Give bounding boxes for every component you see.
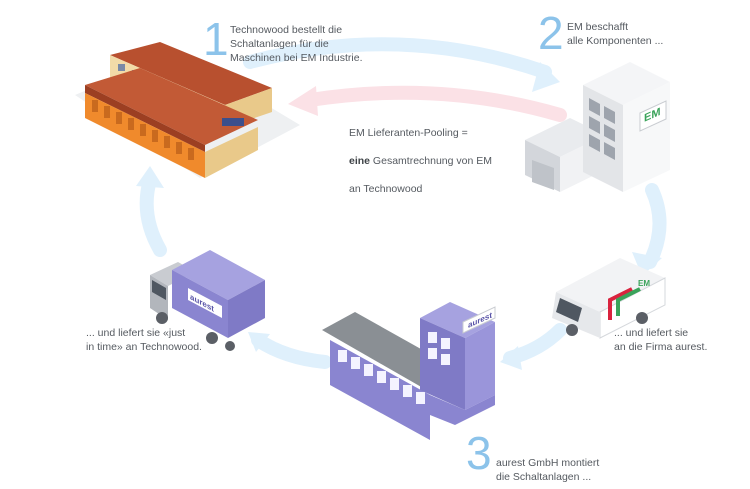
arrow-order-to-em <box>243 37 552 79</box>
arrow-em-to-van <box>643 183 667 269</box>
aurest-truck: aurest <box>150 250 265 351</box>
pooling-bold-word: eine <box>349 155 371 167</box>
aurest-delivery-caption: ... und liefert sie «just in time» an Te… <box>86 327 202 353</box>
em-van: EM <box>552 258 666 339</box>
arrowhead-to-aurest <box>500 346 522 370</box>
pooling-line-2: Gesamtrechnung von EM <box>370 155 492 167</box>
aurest-building: aurest <box>322 302 496 440</box>
arrow-aurest-to-truck <box>251 333 332 369</box>
step-1-number: 1 <box>203 13 229 65</box>
step-3-number: 3 <box>466 427 492 479</box>
step-2-caption: EM beschafft alle Komponenten ... <box>567 21 664 47</box>
cycle-arrowheads <box>136 62 662 370</box>
pooling-line-3: an Technowood <box>349 183 423 195</box>
arrowhead-to-technowood <box>136 166 164 188</box>
pooling-arrow <box>288 85 567 122</box>
cycle-arrows <box>139 37 667 369</box>
step-2-number: 2 <box>538 7 564 59</box>
pooling-line-1: EM Lieferanten-Pooling = <box>349 127 468 139</box>
step-1-caption: Technowood bestellt die Schaltanlagen fü… <box>230 24 363 64</box>
em-logo-van: EM <box>638 279 650 288</box>
em-building: EM <box>525 62 670 192</box>
arrowhead-to-truck <box>248 332 270 352</box>
step-3-caption: aurest GmbH montiert die Schaltanlagen .… <box>496 457 600 483</box>
technowood-factory <box>75 42 300 178</box>
em-delivery-caption: ... und liefert sie an die Firma aurest. <box>614 327 708 353</box>
arrowhead-to-em <box>532 62 560 92</box>
pooling-caption: EM Lieferanten-Pooling = eine Gesamtrech… <box>349 112 492 196</box>
arrow-truck-to-technowood <box>139 173 167 257</box>
